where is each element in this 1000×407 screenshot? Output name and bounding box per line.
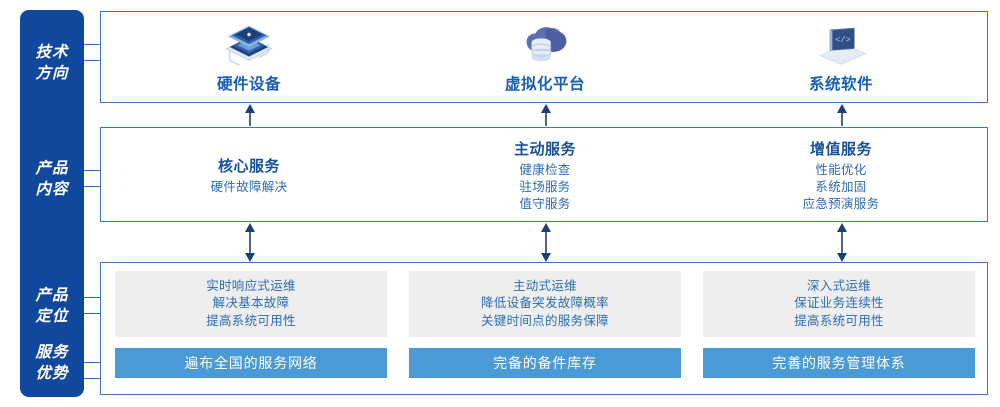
positioning-card-line: 主动式运维 [512, 278, 577, 293]
tech-item-virtualization-label: 虚拟化平台 [504, 76, 585, 93]
content-item: 硬件故障解决 [210, 180, 288, 194]
positioning-card-line: 实时响应式运维 [206, 278, 296, 293]
tech-item-system-software-label: 系统软件 [808, 76, 873, 93]
arrow-up-down-virtualization [541, 223, 551, 262]
arrow-up-down-system-software [837, 223, 847, 262]
advantage-bar-spare-parts-label: 完备的备件库存 [493, 355, 597, 371]
positioning-card-realtime[interactable]: 实时响应式运维 解决基本故障 提高系统可用性 [115, 271, 387, 337]
tech-item-virtualization[interactable]: 虚拟化平台 [397, 12, 693, 104]
content-column-value-added-service[interactable]: 增值服务 性能优化 系统加固 应急预演服务 [693, 128, 989, 223]
sidebar-label-product-content-line1: 产品 [35, 160, 69, 177]
connector-stub-advantage-2 [84, 378, 101, 379]
arrow-up-system-software [837, 104, 847, 126]
content-item: 性能优化 [815, 163, 867, 177]
tech-item-hardware-label: 硬件设备 [216, 76, 281, 93]
positioning-card-line: 关键时间点的服务保障 [480, 313, 609, 328]
product-content-box: 核心服务 硬件故障解决 主动服务 健康检查 驻场服务 值守服务 增值服务 性能优… [100, 127, 988, 222]
arrow-up-hardware [245, 104, 255, 126]
arrow-up-virtualization [541, 104, 551, 126]
advantage-bar-management-system-label: 完善的服务管理体系 [772, 355, 906, 371]
arrow-up-down-hardware [245, 223, 255, 262]
advantage-bar-spare-parts[interactable]: 完备的备件库存 [409, 348, 681, 378]
sidebar-label-service-advantage-line2: 优势 [35, 365, 69, 382]
sidebar-label-product-positioning-line1: 产品 [35, 287, 69, 304]
positioning-card-line: 提高系统可用性 [794, 313, 884, 328]
positioning-advantage-box: 实时响应式运维 解决基本故障 提高系统可用性 主动式运维 降低设备突发故障概率 … [100, 262, 988, 395]
positioning-card-line: 降低设备突发故障概率 [480, 296, 609, 311]
content-item: 健康检查 [519, 163, 571, 177]
cloud-database-icon [526, 27, 567, 62]
advantage-bar-management-system[interactable]: 完善的服务管理体系 [703, 348, 975, 378]
sidebar-label-tech-direction-line1: 技术 [35, 44, 69, 61]
server-stack-icon [225, 25, 273, 66]
positioning-card-line: 解决基本故障 [212, 296, 290, 311]
tech-direction-box: 硬件设备 虚拟化平台 [100, 11, 988, 103]
laptop-code-icon: </> [818, 27, 867, 65]
content-item: 应急预演服务 [802, 197, 880, 211]
advantage-bar-service-network-label: 遍布全国的服务网络 [184, 355, 318, 371]
advantage-bar-service-network[interactable]: 遍布全国的服务网络 [115, 348, 387, 378]
positioning-card-proactive[interactable]: 主动式运维 降低设备突发故障概率 关键时间点的服务保障 [409, 271, 681, 337]
connector-stub-content-2 [84, 186, 101, 187]
connector-stub-tech-2 [84, 60, 101, 61]
sidebar-label-product-content: 产品 内容 [20, 158, 84, 200]
connector-stub-advantage-1 [84, 362, 101, 363]
sidebar-label-product-positioning-line2: 定位 [35, 308, 69, 325]
sidebar-label-service-advantage-line1: 服务 [35, 344, 69, 361]
connector-stub-positioning-1 [84, 297, 101, 298]
content-column-value-added-service-title: 增值服务 [809, 141, 872, 158]
sidebar-label-tech-direction-line2: 方向 [35, 65, 69, 82]
svg-text:</>: </> [835, 35, 851, 45]
content-item: 驻场服务 [519, 180, 571, 194]
positioning-card-indepth[interactable]: 深入式运维 保证业务连续性 提高系统可用性 [703, 271, 975, 337]
tech-item-system-software[interactable]: </> 系统软件 [693, 12, 989, 104]
positioning-card-line: 提高系统可用性 [206, 313, 296, 328]
content-column-proactive-service-title: 主动服务 [513, 141, 576, 158]
positioning-card-line: 保证业务连续性 [794, 296, 884, 311]
sidebar-label-service-advantage: 服务 优势 [20, 342, 84, 384]
content-item: 值守服务 [519, 197, 571, 211]
connector-stub-tech-1 [84, 44, 101, 45]
content-column-core-service[interactable]: 核心服务 硬件故障解决 [101, 128, 397, 223]
connector-stub-positioning-2 [84, 313, 101, 314]
connector-stub-content-1 [84, 170, 101, 171]
sidebar-label-product-positioning: 产品 定位 [20, 285, 84, 327]
content-column-core-service-title: 核心服务 [217, 158, 280, 175]
positioning-card-line: 深入式运维 [806, 278, 871, 293]
tech-item-hardware[interactable]: 硬件设备 [101, 12, 397, 104]
sidebar-label-product-content-line2: 内容 [35, 181, 69, 198]
sidebar-label-tech-direction: 技术 方向 [20, 42, 84, 84]
content-item: 系统加固 [815, 180, 867, 194]
content-column-proactive-service[interactable]: 主动服务 健康检查 驻场服务 值守服务 [397, 128, 693, 223]
category-sidebar: 技术 方向 产品 内容 产品 定位 服务 优势 [20, 10, 84, 397]
database-cylinder [531, 38, 552, 62]
